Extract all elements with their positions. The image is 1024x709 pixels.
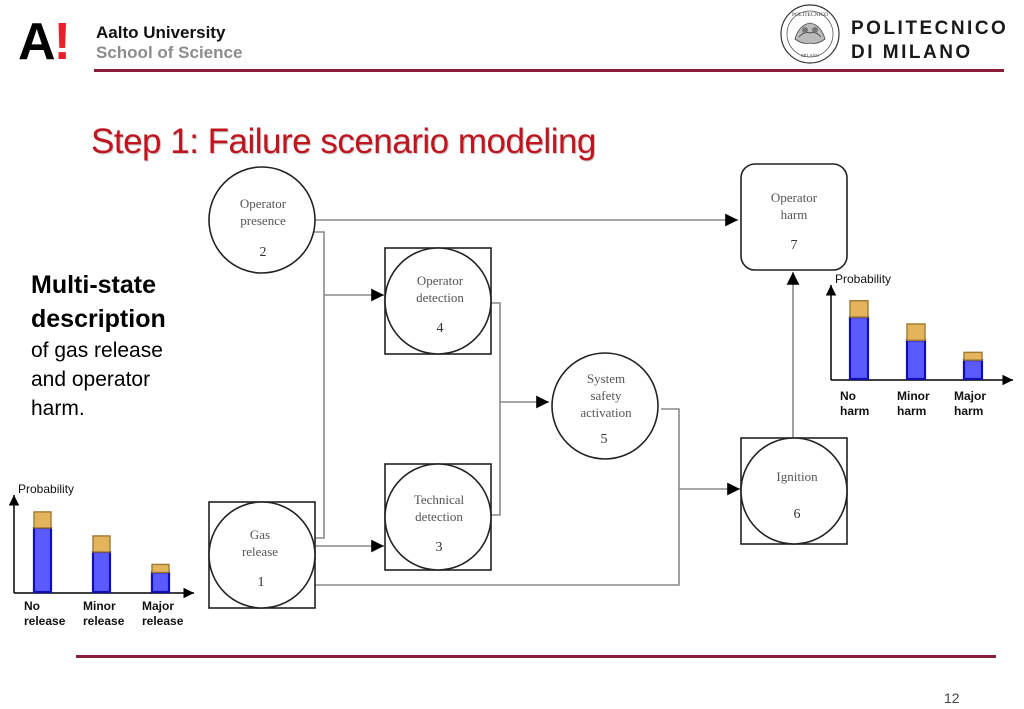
aalto-logo-a: A: [18, 13, 56, 71]
x-tick-label: harm: [954, 404, 983, 418]
polimi-name-line1: POLITECNICO: [851, 18, 1009, 39]
bar-uncertainty-no-release: [33, 511, 52, 529]
bar-uncertainty-major-harm: [963, 351, 983, 361]
node-operator-detection[interactable]: Operator detection 4: [384, 247, 492, 355]
polimi-seal-top-text: POLITECNICO: [792, 12, 828, 18]
page-number: 12: [944, 690, 960, 706]
y-axis-label: Probability: [18, 482, 74, 496]
node-5-label-2: safety: [590, 388, 622, 403]
bar-uncertainty-minor-release: [92, 535, 111, 553]
node-6-label-1: Ignition: [776, 469, 818, 484]
bar-uncertainty-minor-harm: [906, 323, 926, 341]
node-5-label-3: activation: [580, 405, 632, 420]
x-tick-label: No: [24, 599, 40, 613]
node-4-label-1: Operator: [417, 273, 464, 288]
polimi-seal-bottom-text: MILANO: [801, 53, 820, 58]
node-4-label-2: detection: [416, 290, 464, 305]
node-3-label-1: Technical: [414, 492, 465, 507]
release-probability-chart: Probability NoreleaseMinorreleaseMajorre…: [8, 482, 194, 628]
aalto-university-name: Aalto University: [96, 23, 226, 42]
side-heading-line1: Multi-state: [31, 271, 156, 299]
node-3-number: 3: [436, 540, 443, 555]
node-1-label-1: Gas: [250, 527, 270, 542]
edge-1-to-6: [315, 489, 680, 586]
x-tick-label: Major: [954, 389, 986, 403]
polimi-seal-icon: POLITECNICO MILANO: [780, 4, 840, 64]
node-5-label-1: System: [587, 371, 625, 386]
x-tick-label: release: [83, 614, 125, 628]
x-tick-label: harm: [897, 404, 926, 418]
x-tick-label: release: [142, 614, 184, 628]
node-gas-release[interactable]: Gas release 1: [208, 501, 316, 609]
bar-base-minor-release: [91, 550, 112, 594]
header-divider: [94, 69, 1004, 72]
bar-base-minor-harm: [905, 339, 927, 381]
node-1-number: 1: [258, 575, 265, 590]
edge-3-to-5: [491, 402, 501, 516]
bar-base-major-harm: [962, 358, 984, 381]
bar-uncertainty-no-harm: [849, 300, 869, 318]
node-6-number: 6: [794, 507, 801, 522]
bar-base-no-release: [32, 526, 53, 594]
node-operator-harm[interactable]: Operator harm 7: [740, 163, 848, 271]
node-7-label-1: Operator: [771, 190, 818, 205]
node-ignition[interactable]: Ignition 6: [740, 437, 848, 545]
node-4-number: 4: [437, 321, 444, 336]
slide-title: Step 1: Failure scenario modeling: [91, 122, 596, 161]
bar-base-major-release: [150, 571, 171, 594]
edge-2-to-4: [313, 231, 384, 302]
x-tick-label: Major: [142, 599, 174, 613]
node-operator-presence[interactable]: Operator presence 2: [208, 166, 316, 274]
node-5-number: 5: [601, 432, 608, 447]
node-technical-detection[interactable]: Technical detection 3: [384, 463, 492, 571]
aalto-logo: A!: [18, 16, 71, 68]
side-description: of gas release and operator harm.: [31, 339, 163, 420]
y-axis-label: Probability: [835, 272, 891, 286]
x-tick-label: No: [840, 389, 856, 403]
node-2-label-1: Operator: [240, 196, 287, 211]
node-7-label-2: harm: [781, 207, 808, 222]
bar-uncertainty-major-release: [151, 563, 170, 574]
edge-1-to-4: [315, 295, 325, 539]
node-7-number: 7: [791, 238, 798, 253]
polimi-name-line2: DI MILANO: [851, 42, 973, 63]
node-system-safety-activation[interactable]: System safety activation 5: [551, 352, 659, 460]
side-heading: Multi-state description: [31, 268, 166, 336]
node-2-number: 2: [260, 245, 267, 260]
node-3-label-2: detection: [415, 509, 463, 524]
x-tick-label: release: [24, 614, 66, 628]
aalto-logo-exclamation: !: [53, 13, 71, 71]
aalto-school-name: School of Science: [96, 43, 243, 62]
edge-5-to-6: [661, 408, 740, 496]
x-tick-label: Minor: [83, 599, 116, 613]
x-tick-label: harm: [840, 404, 869, 418]
footer-divider: [76, 655, 996, 658]
node-2-label-2: presence: [240, 213, 286, 228]
x-tick-label: Minor: [897, 389, 930, 403]
bar-base-no-harm: [848, 315, 870, 381]
side-heading-line2: description: [31, 305, 166, 333]
node-1-label-2: release: [242, 544, 278, 559]
edge-4-to-5: [491, 302, 549, 409]
